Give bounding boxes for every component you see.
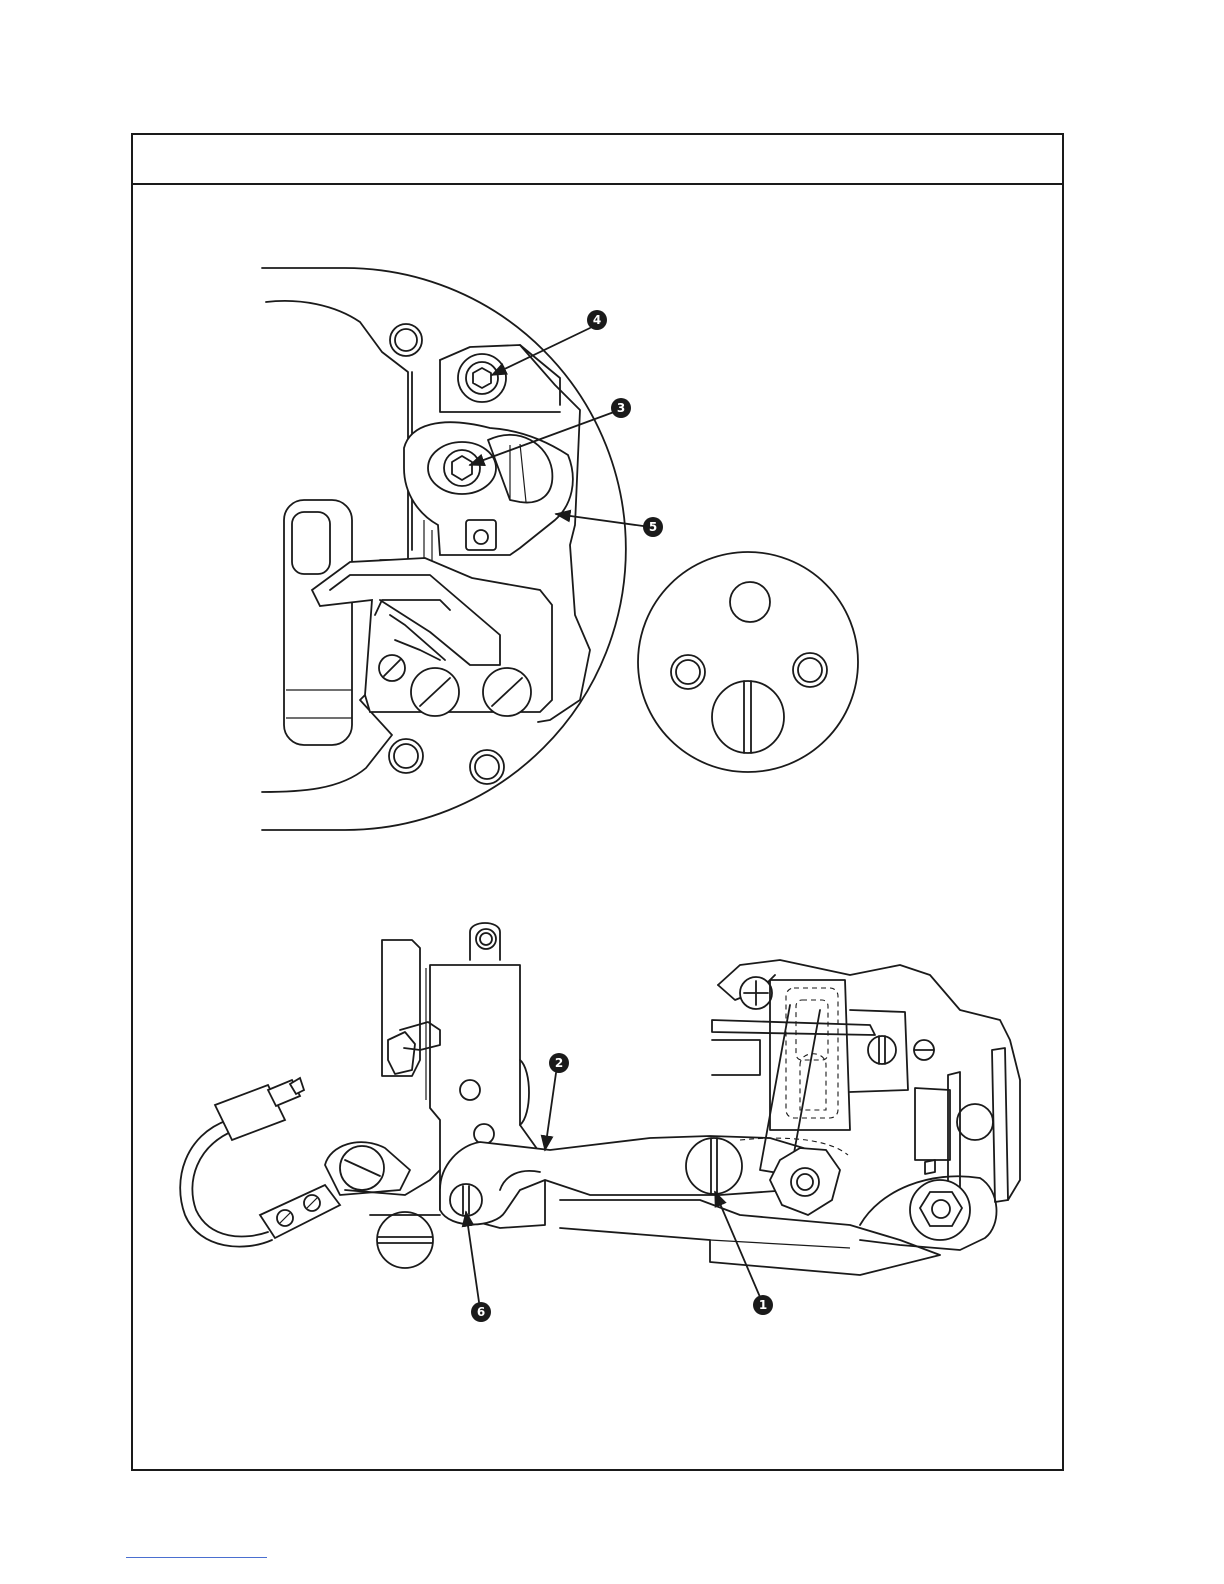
block-screw-1 bbox=[868, 1036, 896, 1064]
linkage-arm-2 bbox=[440, 1136, 814, 1225]
callout-3-label: 3 bbox=[617, 401, 625, 415]
knife-screw-right bbox=[483, 668, 531, 716]
callout-5-label: 5 bbox=[649, 520, 657, 534]
bracket-tab-screw bbox=[470, 923, 500, 960]
cross-head-screw bbox=[740, 977, 772, 1009]
right-bracket-ring bbox=[957, 1104, 993, 1140]
clamp-screw-top bbox=[325, 1142, 410, 1195]
callout-6-label: 6 bbox=[477, 1305, 485, 1319]
plate-hole-1 bbox=[460, 1080, 480, 1100]
bed-screw-bottom-right bbox=[470, 750, 504, 784]
callout-2: 2 bbox=[545, 1053, 569, 1150]
plate-screw-center bbox=[712, 681, 784, 753]
pipe-assembly bbox=[180, 1078, 340, 1247]
round-plate-detail bbox=[638, 552, 858, 772]
plate-hole-2 bbox=[474, 1124, 494, 1144]
block-screw-2 bbox=[914, 1040, 934, 1060]
plate-hole-top bbox=[730, 582, 770, 622]
pipe-clamp bbox=[260, 1185, 340, 1238]
hex-nut-large bbox=[860, 1176, 996, 1250]
socket-screw-4 bbox=[458, 354, 506, 402]
bottom-figure: 2 6 1 bbox=[180, 923, 1020, 1322]
knife-screw-small bbox=[379, 655, 405, 681]
callout-2-label: 2 bbox=[555, 1056, 563, 1070]
callout-6: 6 bbox=[466, 1212, 491, 1322]
right-bracket bbox=[915, 1088, 950, 1160]
left-slot-window bbox=[292, 512, 330, 574]
callout-4-label: 4 bbox=[593, 313, 601, 327]
bed-screw-top bbox=[390, 324, 422, 356]
callout-1-label: 1 bbox=[759, 1298, 767, 1312]
strap bbox=[712, 1020, 875, 1035]
callout-1: 1 bbox=[715, 1192, 773, 1315]
right-assembly bbox=[712, 960, 1020, 1250]
knife-screw-left bbox=[411, 668, 459, 716]
top-figure: 4 3 5 bbox=[262, 268, 663, 830]
clamp-screw-bottom bbox=[377, 1212, 433, 1268]
socket-screw-3 bbox=[428, 442, 496, 494]
callout-4: 4 bbox=[492, 310, 607, 375]
plate-screw-left bbox=[671, 655, 705, 689]
left-slot bbox=[284, 500, 352, 745]
bed-screw-bottom-left bbox=[389, 739, 423, 773]
plate-screw-right bbox=[793, 653, 827, 687]
lower-rail bbox=[560, 1200, 940, 1275]
adjusting-screw-1 bbox=[686, 1138, 742, 1194]
